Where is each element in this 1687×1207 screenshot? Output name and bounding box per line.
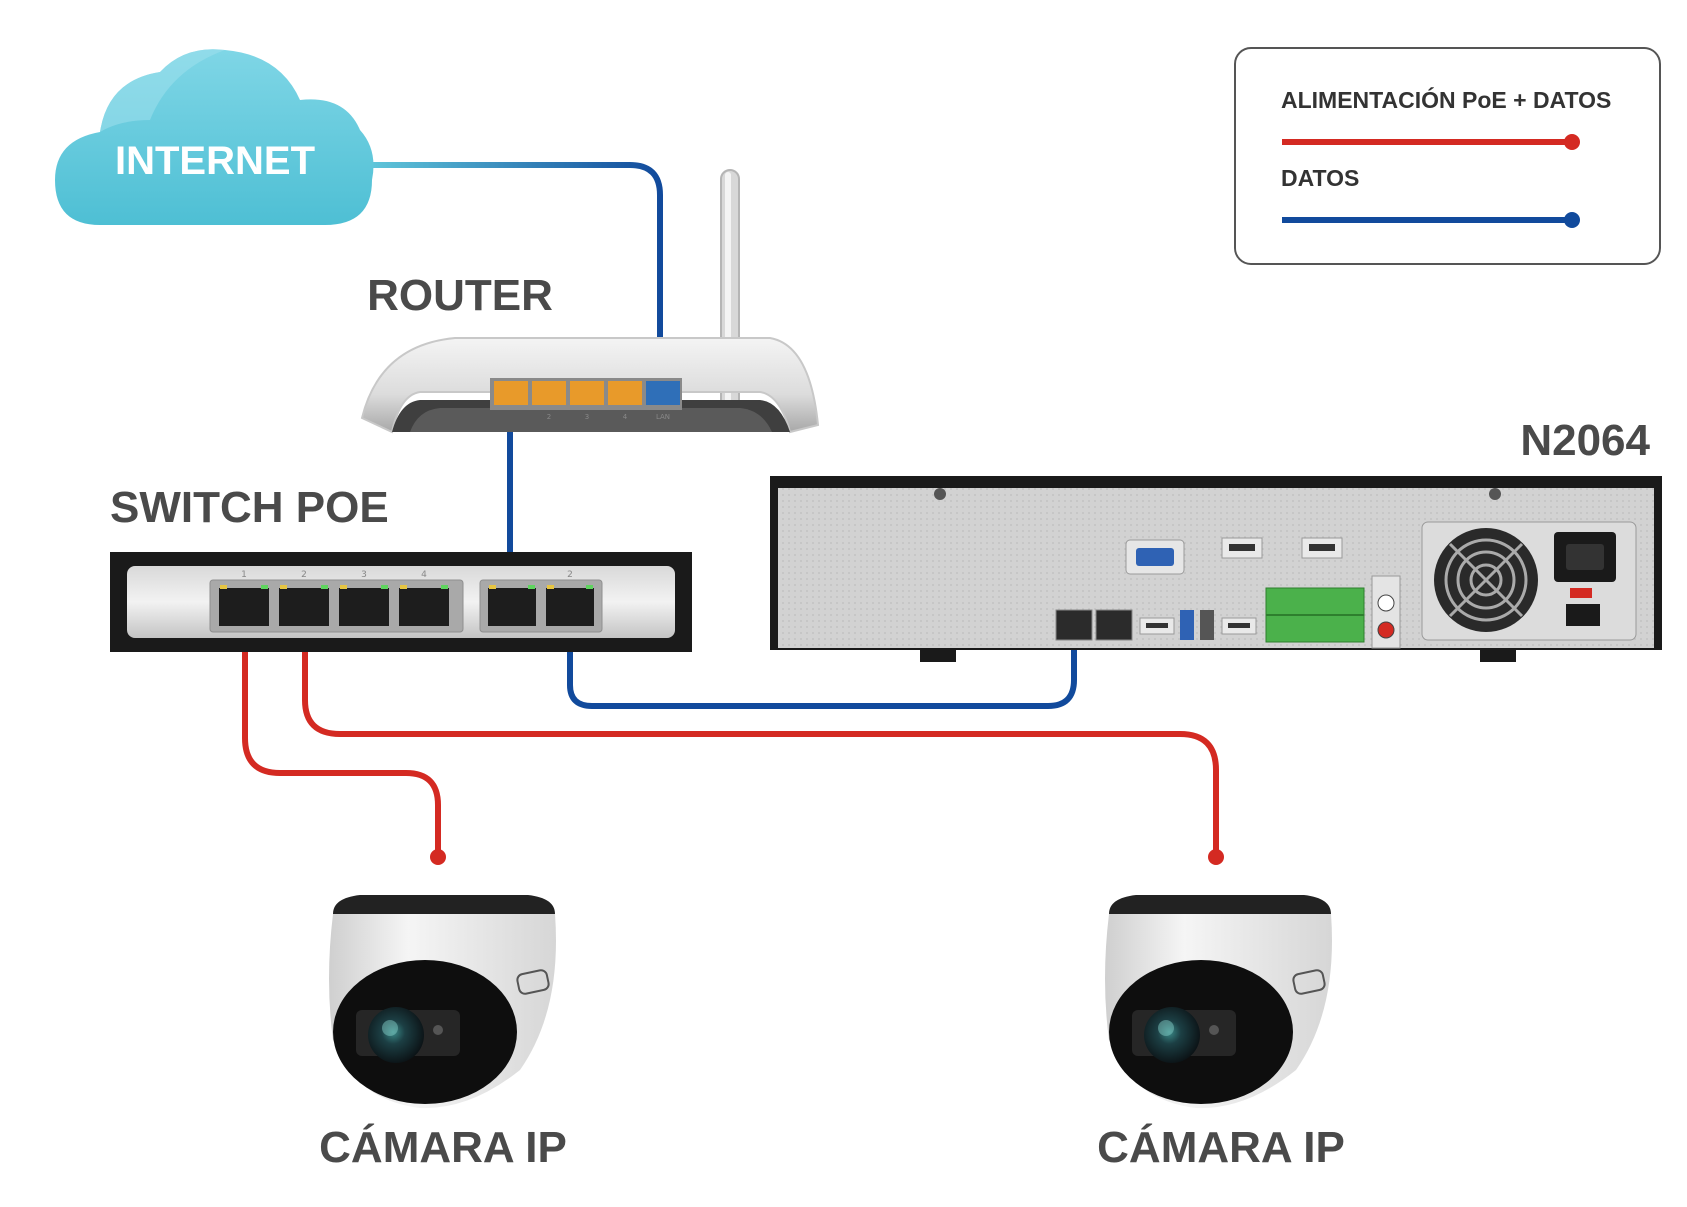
switch-port-label-4: 4 [421, 570, 427, 580]
switch-port [399, 588, 449, 626]
switch-poe: SWITCH POE 1 2 3 4 2 [110, 483, 692, 652]
nvr-usb-port [1180, 610, 1194, 640]
router-port [570, 381, 604, 405]
switch-port-label-2: 2 [301, 570, 307, 580]
router-port-label-3: 3 [585, 413, 589, 421]
camera-right: CÁMARA IP [1097, 895, 1345, 1172]
router-wan-port [646, 381, 680, 405]
nvr-label: N2064 [1520, 416, 1650, 465]
switch-poe-ports [219, 588, 449, 626]
nvr-lan-port [1095, 609, 1133, 641]
camera-left-label: CÁMARA IP [319, 1122, 567, 1172]
cable-poe-camera-right [302, 608, 1219, 857]
camera-left: CÁMARA IP [319, 895, 567, 1172]
internet-label: INTERNET [115, 139, 315, 183]
legend-poe-label: ALIMENTACIÓN PoE + DATOS [1281, 86, 1611, 113]
legend: ALIMENTACIÓN PoE + DATOS DATOS [1234, 47, 1661, 265]
switch-port [279, 588, 329, 626]
nvr-power-switch [1566, 604, 1600, 626]
switch-port-label-3: 3 [361, 570, 367, 580]
switch-port [546, 588, 594, 626]
switch-uplink-ports [488, 588, 594, 626]
router-port-label-lan: LAN [656, 413, 670, 421]
cable-switch-nvr [567, 608, 1077, 709]
router-lan-ports [494, 381, 680, 405]
legend-box [1234, 47, 1661, 265]
internet-cloud: INTERNET [55, 49, 374, 225]
switch-label: SWITCH POE [110, 483, 389, 532]
legend-data-label: DATOS [1281, 165, 1359, 191]
switch-port-label-1: 1 [241, 570, 247, 580]
router-label: ROUTER [367, 271, 553, 320]
switch-port [339, 588, 389, 626]
nvr-lan-port [1055, 609, 1093, 641]
router-port [494, 381, 528, 405]
router-port-label-2: 2 [547, 413, 551, 421]
cable-poe-camera-left [242, 608, 441, 857]
router-port-label-4: 4 [623, 413, 628, 421]
camera-right-label: CÁMARA IP [1097, 1122, 1345, 1172]
switch-port [219, 588, 269, 626]
nvr-usb-port [1200, 610, 1214, 640]
router-port [608, 381, 642, 405]
router-port [532, 381, 566, 405]
switch-port [488, 588, 536, 626]
switch-uplink-label-2: 2 [567, 570, 573, 580]
router: 2 3 4 LAN ROUTER [360, 169, 820, 434]
nvr-n2064: N2064 [770, 416, 1662, 662]
switch-leds [220, 585, 593, 589]
cable-internet-router [367, 162, 663, 398]
